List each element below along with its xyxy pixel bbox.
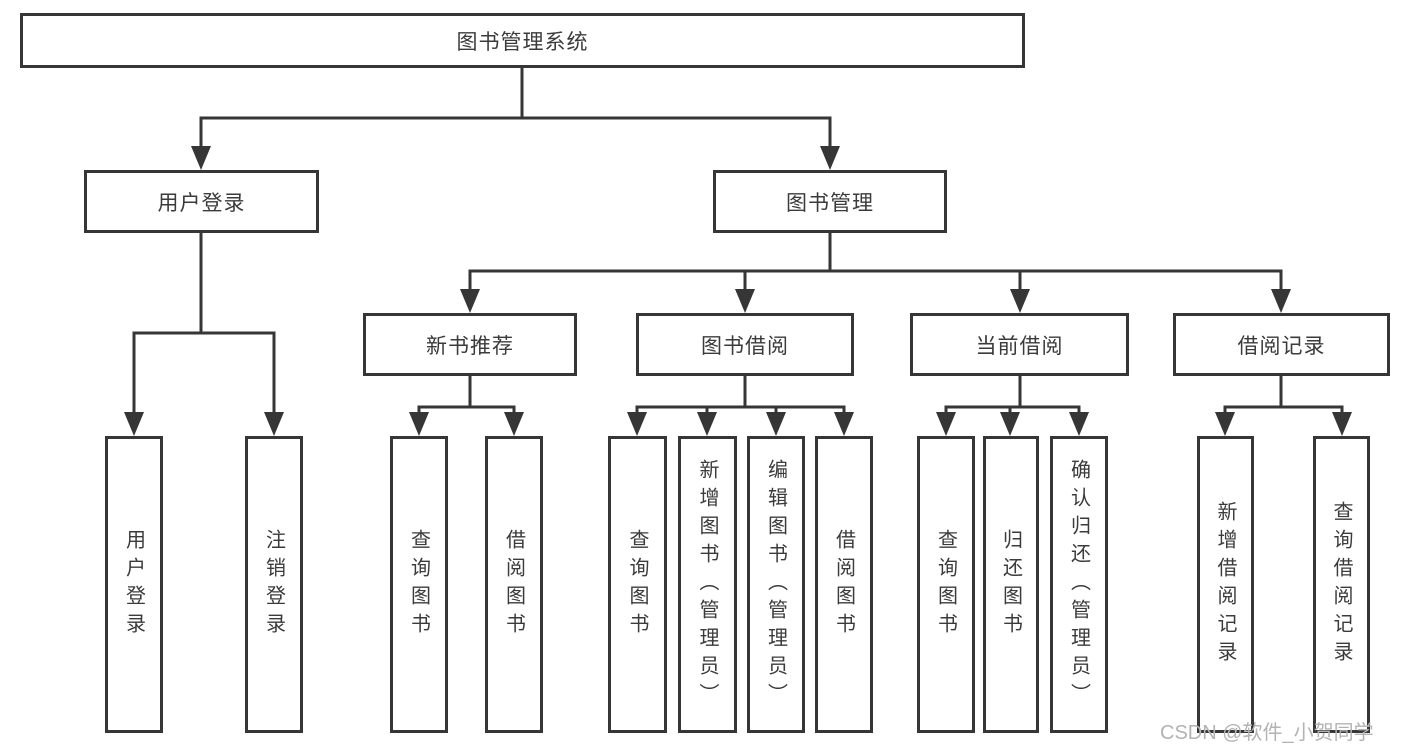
arrow-down-icon — [191, 146, 211, 170]
arrow-down-icon — [1010, 289, 1030, 313]
leaf-query-borrow-record: 查询借阅记录 — [1313, 436, 1370, 733]
connector-user-login-to-children — [132, 231, 276, 418]
arrow-down-icon — [409, 412, 429, 436]
arrow-down-icon — [460, 289, 480, 313]
leaf-query-books-current-label: 查询图书 — [934, 528, 957, 641]
leaf-edit-books-admin: 编辑图书（管理员） — [747, 436, 805, 733]
leaf-logout: 注销登录 — [245, 436, 303, 733]
node-library-management-system: 图书管理系统 — [20, 13, 1025, 68]
arrow-down-icon — [834, 412, 854, 436]
connector-new-book-recommendation-to-children — [417, 374, 516, 418]
csdn-watermark: CSDN @软件_小贺同学 — [1160, 722, 1374, 744]
leaf-user-login-label: 用户登录 — [122, 528, 145, 641]
arrow-down-icon — [820, 146, 840, 170]
arrow-down-icon — [627, 412, 647, 436]
leaf-add-borrow-record: 新增借阅记录 — [1197, 436, 1254, 733]
node-library-management-system-label: 图书管理系统 — [456, 30, 589, 54]
connector-borrowing-records-to-children — [1223, 374, 1344, 418]
leaf-query-books-borrowing: 查询图书 — [608, 436, 667, 733]
node-new-book-recommendation-label: 新书推荐 — [426, 334, 514, 358]
leaf-query-books-recommend: 查询图书 — [390, 436, 448, 733]
arrow-down-icon — [936, 412, 956, 436]
node-new-book-recommendation: 新书推荐 — [363, 313, 577, 376]
leaf-query-books-recommend-label: 查询图书 — [407, 528, 430, 641]
connector-current-borrowing-to-children — [944, 374, 1081, 418]
node-user-login-label: 用户登录 — [157, 191, 246, 215]
arrow-down-icon — [1332, 412, 1352, 436]
node-book-borrowing: 图书借阅 — [636, 313, 854, 376]
node-book-management: 图书管理 — [713, 170, 947, 233]
connector-book-management-to-children — [468, 231, 1283, 295]
node-book-borrowing-label: 图书借阅 — [701, 334, 789, 358]
leaf-return-books-label: 归还图书 — [999, 528, 1022, 641]
leaf-user-login: 用户登录 — [105, 436, 163, 733]
arrow-down-icon — [264, 412, 284, 436]
node-current-borrowing: 当前借阅 — [910, 313, 1129, 376]
leaf-confirm-return-admin-label: 确认归还（管理员） — [1067, 458, 1090, 711]
connector-book-borrowing-to-children — [635, 374, 846, 418]
leaf-add-borrow-record-label: 新增借阅记录 — [1214, 500, 1236, 669]
leaf-borrow-books-borrowing-label: 借阅图书 — [832, 528, 855, 641]
leaf-confirm-return-admin: 确认归还（管理员） — [1050, 436, 1108, 733]
leaf-borrow-books-borrowing: 借阅图书 — [815, 436, 873, 733]
leaf-query-books-borrowing-label: 查询图书 — [626, 528, 648, 641]
leaf-borrow-books-recommend: 借阅图书 — [485, 436, 543, 733]
leaf-query-borrow-record-label: 查询借阅记录 — [1330, 500, 1352, 669]
node-current-borrowing-label: 当前借阅 — [975, 334, 1064, 358]
arrow-down-icon — [504, 412, 524, 436]
arrowheads — [124, 146, 1352, 436]
arrow-down-icon — [1215, 412, 1235, 436]
connector-root-to-level2 — [199, 66, 832, 152]
arrow-down-icon — [1000, 412, 1020, 436]
arrow-down-icon — [1069, 412, 1089, 436]
arrow-down-icon — [766, 412, 786, 436]
arrow-down-icon — [735, 289, 755, 313]
node-book-management-label: 图书管理 — [786, 191, 874, 215]
node-borrowing-records: 借阅记录 — [1173, 313, 1390, 376]
node-user-login: 用户登录 — [84, 170, 319, 233]
leaf-query-books-current: 查询图书 — [917, 436, 975, 733]
leaf-logout-label: 注销登录 — [262, 528, 285, 641]
leaf-edit-books-admin-label: 编辑图书（管理员） — [764, 458, 787, 711]
leaf-add-books-admin: 新增图书（管理员） — [678, 436, 737, 733]
arrow-down-icon — [697, 412, 717, 436]
arrow-down-icon — [1271, 289, 1291, 313]
leaf-return-books: 归还图书 — [983, 436, 1039, 733]
node-borrowing-records-label: 借阅记录 — [1237, 334, 1326, 358]
arrow-down-icon — [124, 412, 144, 436]
leaf-borrow-books-recommend-label: 借阅图书 — [502, 528, 525, 641]
leaf-add-books-admin-label: 新增图书（管理员） — [696, 458, 718, 711]
